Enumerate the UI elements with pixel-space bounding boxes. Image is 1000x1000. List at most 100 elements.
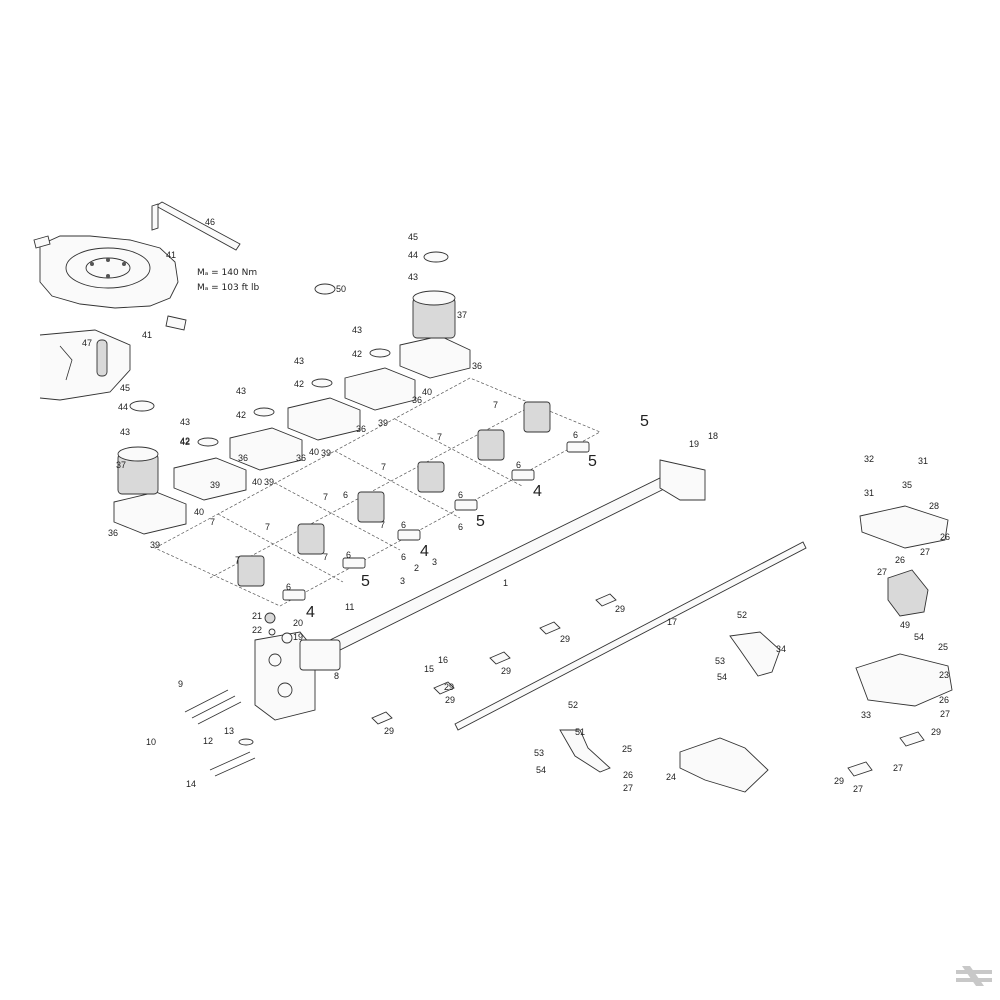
callout: 41 xyxy=(166,250,176,260)
cylinder-37-lower xyxy=(117,446,159,495)
callout: 31 xyxy=(864,488,874,498)
callout: 6 xyxy=(401,520,406,530)
callout: 43 xyxy=(294,356,304,366)
callout: 49 xyxy=(900,620,910,630)
torque-spec: Mₐ = 140 Nm Mₐ = 103 ft lb xyxy=(197,268,259,293)
callout: 36 xyxy=(238,453,248,463)
callout: 36 xyxy=(108,528,118,538)
callout: 29 xyxy=(445,695,455,705)
callout: 9 xyxy=(178,679,183,689)
callout: 36 xyxy=(356,424,366,434)
callout: 3 xyxy=(400,576,405,586)
callout: 41 xyxy=(142,330,152,340)
callout: 18 xyxy=(708,431,718,441)
callout: 36 xyxy=(472,361,482,371)
callout: 7 xyxy=(235,555,240,565)
callout: 29 xyxy=(931,727,941,737)
callout: 27 xyxy=(877,567,887,577)
callout: 44 xyxy=(118,402,128,412)
callout: 2 xyxy=(414,563,419,573)
callout: 19 xyxy=(293,632,303,642)
callout: 40 xyxy=(252,477,262,487)
drive-shaft-17 xyxy=(454,541,807,731)
callout: 36 xyxy=(412,395,422,405)
callout: 27 xyxy=(623,783,633,793)
callout: 42 xyxy=(352,349,362,359)
callout: 6 xyxy=(343,490,348,500)
cylinder-37-upper xyxy=(412,290,456,339)
callout: 29 xyxy=(501,666,511,676)
callout: 7 xyxy=(493,400,498,410)
callout: 3 xyxy=(432,557,437,567)
callout: 39 xyxy=(321,448,331,458)
callout: 53 xyxy=(715,656,725,666)
callout: 39 xyxy=(210,480,220,490)
callout: 54 xyxy=(914,632,924,642)
callout: 22 xyxy=(252,625,262,635)
callout: 27 xyxy=(853,784,863,794)
callout: 21 xyxy=(252,611,262,621)
callout: 28 xyxy=(929,501,939,511)
callout: 29 xyxy=(615,604,625,614)
callout: 12 xyxy=(203,736,213,746)
callout: 51 xyxy=(575,727,585,737)
callout: 47 xyxy=(82,338,92,348)
callout: 52 xyxy=(568,700,578,710)
callout: 40 xyxy=(422,387,432,397)
callout: 29 xyxy=(560,634,570,644)
callout: 35 xyxy=(902,480,912,490)
callout: 40 xyxy=(194,507,204,517)
seal-rings-left xyxy=(264,612,293,644)
callout: 26 xyxy=(939,695,949,705)
callout: 11 xyxy=(345,602,354,612)
callout: 37 xyxy=(457,310,467,320)
group-label: 4 xyxy=(420,543,429,560)
callout: 7 xyxy=(381,462,386,472)
callout: 52 xyxy=(737,610,747,620)
callout: 32 xyxy=(864,454,874,464)
callout: 29 xyxy=(834,776,844,786)
callout: 13 xyxy=(224,726,234,736)
callout: 43 xyxy=(180,417,190,427)
callout: 6 xyxy=(286,582,291,592)
callout: 26 xyxy=(623,770,633,780)
callout: 7 xyxy=(380,520,385,530)
callout: 26 xyxy=(940,532,950,542)
washer-50 xyxy=(314,283,336,295)
skid-bracket-51 xyxy=(559,729,611,773)
callout: 10 xyxy=(146,737,156,747)
callout: 7 xyxy=(323,492,328,502)
group-label: 4 xyxy=(306,604,315,621)
callout: 39 xyxy=(378,418,388,428)
end-gearbox xyxy=(254,631,341,721)
knife-holders-29 xyxy=(371,593,617,725)
retainer-rings xyxy=(129,251,449,447)
callout: 31 xyxy=(918,456,928,466)
skid-bracket-34 xyxy=(729,631,781,677)
right-side-assembly xyxy=(847,505,953,777)
callout: 6 xyxy=(458,522,463,532)
knife-disc-partial xyxy=(39,329,131,401)
wrench-tool xyxy=(151,201,241,251)
callout: 39 xyxy=(150,540,160,550)
callout: 34 xyxy=(776,644,786,654)
group-label: 5 xyxy=(588,453,597,470)
callout: 39 xyxy=(264,477,274,487)
callout: 14 xyxy=(186,779,196,789)
callout: 45 xyxy=(120,383,130,393)
callout: 6 xyxy=(401,552,406,562)
torque-nm: Mₐ = 140 Nm xyxy=(197,268,257,278)
bolts-9-12 xyxy=(184,689,256,777)
callout: 26 xyxy=(895,555,905,565)
callout: 44 xyxy=(408,250,418,260)
callout: 23 xyxy=(939,670,949,680)
group-label: 5 xyxy=(640,413,649,430)
callout: 15 xyxy=(424,664,434,674)
callout: 29 xyxy=(444,682,454,692)
callout: 43 xyxy=(352,325,362,335)
callout: 25 xyxy=(938,642,948,652)
callout: 7 xyxy=(210,517,215,527)
gear-segments xyxy=(237,401,590,601)
callout: 6 xyxy=(346,550,351,560)
